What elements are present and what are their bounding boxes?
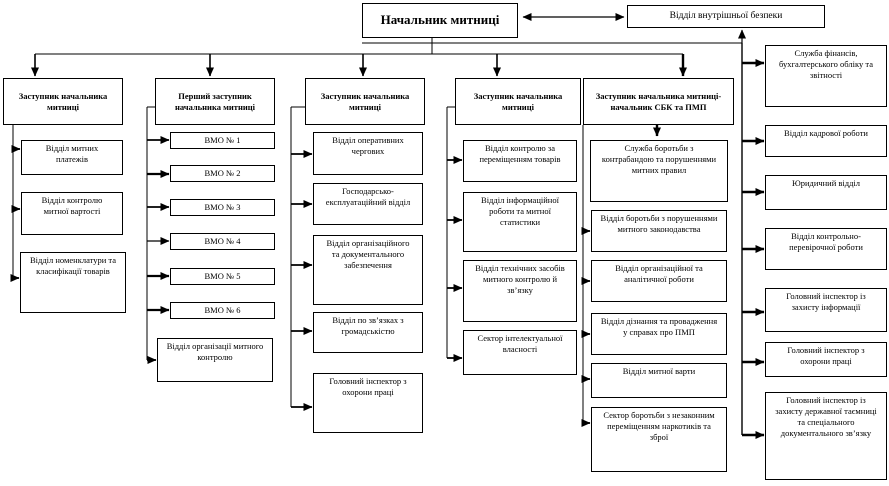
- node-org-documentary-support: Відділ організаційного та документальног…: [313, 235, 423, 305]
- node-first-deputy-head: Перший заступник начальника митниці: [155, 78, 275, 125]
- node-deputy-head-4: Заступник начальника митниці: [455, 78, 581, 125]
- node-hr: Відділ кадрової роботи: [765, 125, 887, 157]
- header-drop-arrows: [31, 54, 687, 77]
- node-vmo-6: ВМО № 6: [170, 302, 275, 319]
- node-anti-smuggling-service: Служба боротьби з контрабандою та поруше…: [590, 140, 728, 202]
- node-deputy-head-3: Заступник начальника митниці: [305, 78, 425, 125]
- node-vmo-1: ВМО № 1: [170, 132, 275, 149]
- right-column-arrows: [742, 59, 765, 439]
- node-intellectual-property: Сектор інтелектуальної власності: [463, 330, 577, 375]
- node-customs-value-control: Відділ контролю митної вартості: [21, 192, 123, 235]
- node-nomenclature: Відділ номенклатури та класифікації това…: [20, 252, 126, 313]
- node-chief-inspector-state-secrets: Головний інспектор із захисту державної …: [765, 392, 887, 480]
- node-goods-movement-control: Відділ контролю за переміщенням товарів: [463, 140, 577, 182]
- node-information-statistics: Відділ інформаційної роботи та митної ст…: [463, 192, 577, 252]
- column1-spine: [10, 125, 21, 282]
- node-chief-inspector-labor-safety: Головний інспектор з охорони праці: [313, 373, 423, 433]
- node-vmo-4: ВМО № 4: [170, 233, 275, 250]
- node-public-relations: Відділ по зв’язках з громадськістю: [313, 312, 423, 353]
- node-operational-duty: Відділ оперативних чергових: [313, 132, 423, 175]
- node-deputy-head-1: Заступник начальника митниці: [3, 78, 123, 125]
- node-vmo-2: ВМО № 2: [170, 165, 275, 182]
- column4-spine: [446, 106, 463, 362]
- node-finance-accounting: Служба фінансів, бухгалтерського обліку …: [765, 45, 887, 107]
- node-head-of-customs: Начальник митниці: [362, 3, 518, 38]
- node-technical-means: Відділ технічних засобів митного контрол…: [463, 260, 577, 322]
- trunk-lines: [35, 13, 746, 435]
- node-chief-inspector-labor: Головний інспектор з охорони праці: [765, 342, 887, 377]
- node-deputy-head-sbk-pmp: Заступник начальника митниці-начальник С…: [583, 78, 734, 125]
- node-chief-inspector-info-protection: Головний інспектор із захисту інформації: [765, 288, 887, 332]
- node-legal: Юридичний відділ: [765, 175, 887, 210]
- node-internal-security: Відділ внутрішньої безпеки: [627, 5, 825, 28]
- node-customs-guard: Відділ митної варти: [591, 363, 727, 398]
- node-inquiry-pmp-cases: Відділ дізнання та провадження у справах…: [591, 313, 727, 355]
- node-customs-control-org: Відділ організації митного контролю: [157, 338, 273, 382]
- node-org-analytical-work: Відділ організаційної та аналітичної роб…: [591, 260, 727, 302]
- node-vmo-5: ВМО № 5: [170, 268, 275, 285]
- column5-spine: [581, 125, 661, 427]
- node-economic-maintenance: Господарсько-експлуатаційний відділ: [313, 183, 423, 225]
- node-anti-drugs-weapons: Сектор боротьби з незаконним переміщення…: [591, 407, 727, 472]
- column2-spine: [146, 106, 170, 364]
- column3-spine: [290, 106, 313, 411]
- node-control-audit: Відділ контрольно-перевірочної роботи: [765, 228, 887, 270]
- node-customs-law-violations: Відділ боротьби з порушеннями митного за…: [591, 210, 727, 252]
- node-vmo-3: ВМО № 3: [170, 199, 275, 216]
- node-customs-payments: Відділ митних платежів: [21, 140, 123, 175]
